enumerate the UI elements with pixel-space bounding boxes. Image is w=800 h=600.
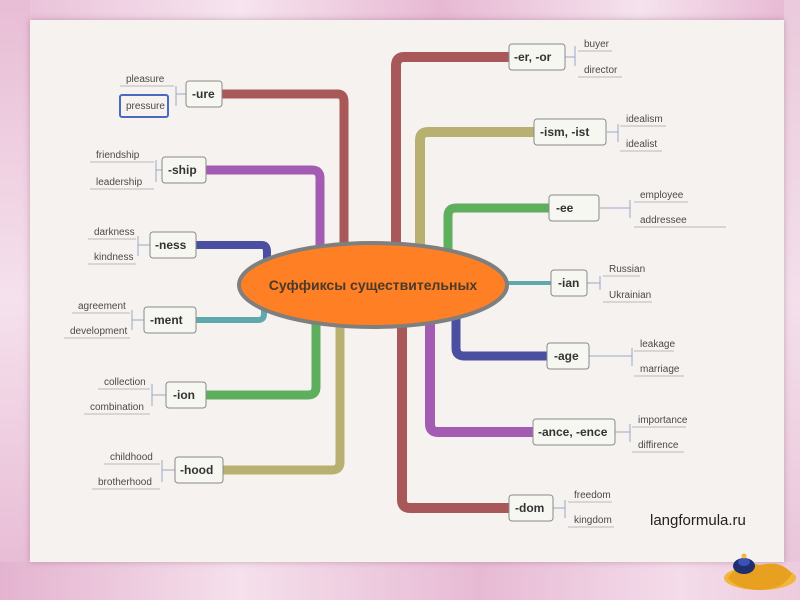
connector-ion [201,305,321,400]
watermark-text: langformula.ru [650,512,746,529]
central-title: Суффиксы существительных [269,277,478,293]
suffix-label: -hood [180,463,213,477]
suffix-label: -er, -or [514,50,552,64]
right-connectors [391,52,555,513]
word-label: collection [104,377,146,388]
word-label: friendship [96,150,140,161]
suffix-label: -ship [168,163,197,177]
connector-age [451,307,553,361]
word-label: employee [640,190,684,201]
connector-ness [192,241,271,266]
word-pressure-highlight [119,94,169,118]
word-label: buyer [584,39,610,50]
word-label: development [70,326,127,337]
slide-frame-left [0,0,30,600]
left-connectors [192,89,349,475]
connector-er-or [391,52,515,263]
word-label: director [584,65,618,76]
word-label: addressee [640,215,687,226]
suffix-label: -ance, -ence [538,425,608,439]
word-label: marriage [640,364,680,375]
right-suffix-nodes: -er, -or -ism, -ist -ee -ian -age -ance,… [508,43,616,522]
suffix-label: -ee [556,201,574,215]
word-label: freedom [574,490,611,501]
suffix-label: -ment [150,313,183,327]
suffix-box [508,494,554,522]
word-label: leadership [96,177,143,188]
connector-ship [200,165,325,267]
connector-ism-ist [415,127,540,263]
suffix-box [508,43,566,71]
slide-frame-right [784,0,800,600]
genie-lamp-icon [724,553,796,590]
word-label: Russian [609,264,645,275]
suffix-box [161,156,207,184]
suffix-box [143,306,197,334]
left-words: pleasure pressure friendship leadership … [64,74,174,490]
word-label: pressure [126,101,165,112]
word-label: combination [90,402,144,413]
left-suffix-nodes: -ure -ship -ness -ment -ion -hood [143,80,224,484]
connector-ance-ence [425,313,539,437]
central-node: Суффиксы существительных [237,241,509,329]
word-label: darkness [94,227,135,238]
connector-hood [217,313,345,475]
suffix-box [532,418,616,446]
word-label: agreement [78,301,126,312]
connector-ment [194,297,267,323]
word-label: Ukrainian [609,290,651,301]
central-ellipse [237,241,509,329]
suffix-label: -ure [192,87,215,101]
connector-ee [443,203,555,267]
suffix-box [165,381,207,409]
suffix-box [546,342,590,370]
connector-ure [217,89,349,263]
word-label: importance [638,415,688,426]
suffix-box [548,194,600,222]
suffix-label: -ian [558,276,579,290]
suffix-box [533,118,607,146]
leaf-connectors [131,46,633,518]
word-label: brotherhood [98,477,152,488]
word-label: leakage [640,339,675,350]
word-label: idealist [626,139,657,150]
word-label: diffirence [638,440,679,451]
word-label: childhood [110,452,153,463]
suffix-label: -ion [173,388,195,402]
word-label: idealism [626,114,663,125]
suffix-box [174,456,224,484]
suffix-label: -age [554,349,579,363]
word-label: kingdom [574,515,612,526]
slide-frame-top [0,0,800,20]
suffix-box [185,80,223,108]
word-label: pleasure [126,74,165,85]
suffix-label: -dom [515,501,544,515]
suffix-box [550,269,588,297]
suffix-label: -ness [155,238,187,252]
word-label: kindness [94,252,133,263]
connector-dom [397,313,515,513]
suffix-box [149,231,197,259]
right-words: buyer director idealism idealist employe… [568,39,726,528]
slide-frame-bottom [0,562,800,600]
suffix-label: -ism, -ist [540,125,589,139]
